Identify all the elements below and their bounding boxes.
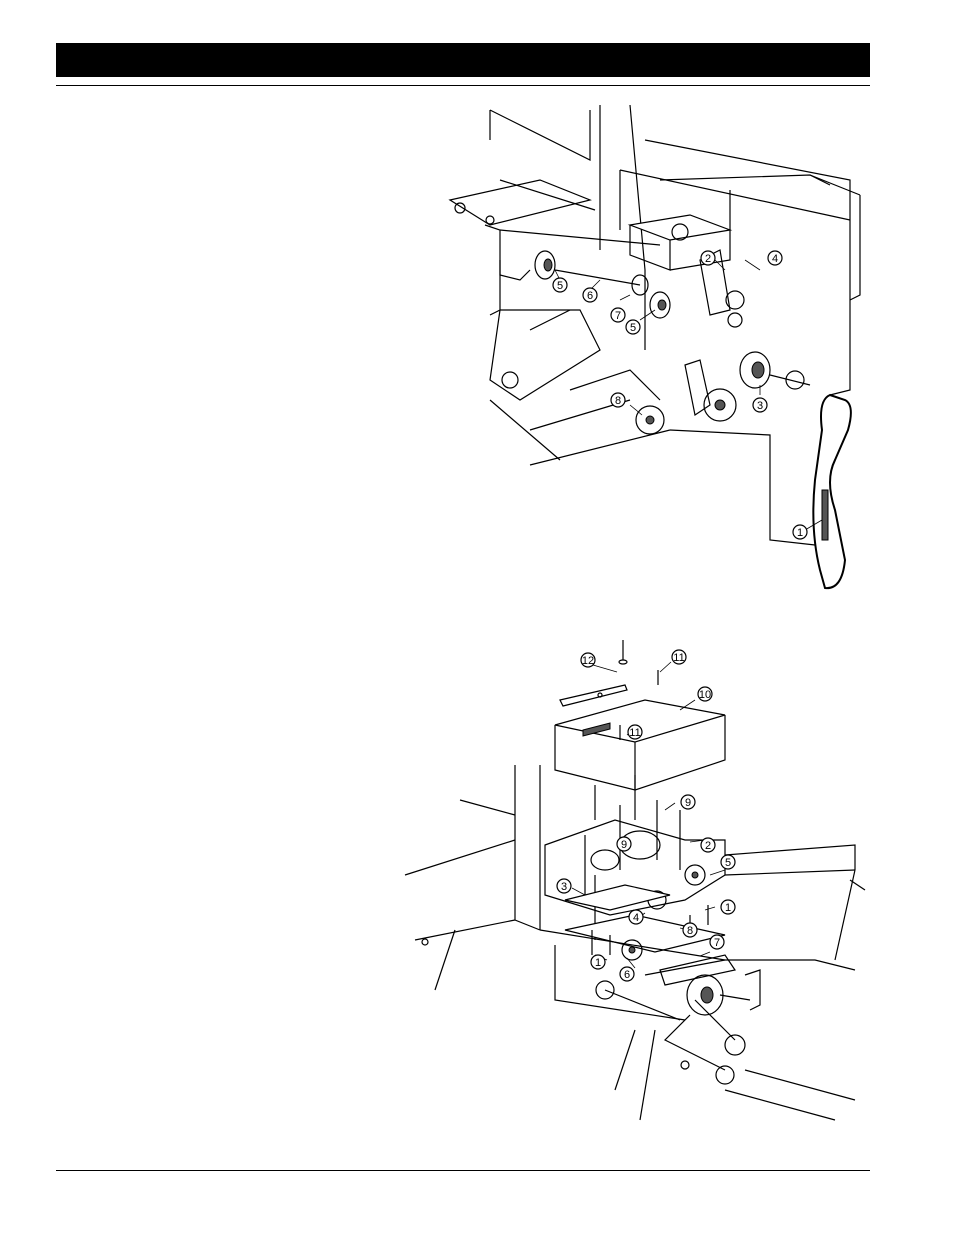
callout-3-label: 3 — [757, 400, 763, 412]
callout-3-label: 3 — [561, 881, 567, 893]
header-rule — [56, 85, 870, 86]
callout-11b-label: 11 — [629, 727, 640, 739]
callout-7: 7 — [710, 935, 724, 949]
callout-1b-label: 1 — [595, 957, 601, 969]
callout-6: 6 — [620, 967, 634, 981]
callout-11b: 11 — [628, 725, 642, 739]
callout-9a-label: 9 — [685, 797, 691, 809]
callout-9b-label: 9 — [621, 839, 627, 851]
callout-4-label: 4 — [772, 253, 778, 265]
callout-5b-label: 5 — [630, 322, 636, 334]
callout-6: 6 — [583, 288, 597, 302]
parts-diagram-bottom-drawing: 1 1 2 3 4 5 6 7 8 9 9 10 11 11 12 — [395, 630, 870, 1140]
parts-diagram-top-drawing: 1 2 3 4 5 5 6 7 8 — [430, 100, 870, 600]
callout-3: 3 — [753, 398, 767, 412]
callout-1b: 1 — [591, 955, 605, 969]
callout-11a: 11 — [672, 650, 686, 664]
callout-8: 8 — [611, 393, 625, 407]
callout-11a-label: 11 — [673, 652, 684, 664]
callout-2: 2 — [701, 838, 715, 852]
callout-4: 4 — [768, 251, 782, 265]
footer-rule — [56, 1170, 870, 1171]
callout-10: 10 — [698, 687, 712, 701]
callout-9a: 9 — [681, 795, 695, 809]
parts-diagram-top: 1 2 3 4 5 5 6 7 8 — [430, 100, 870, 600]
callout-6-label: 6 — [587, 290, 593, 302]
callout-6-label: 6 — [624, 969, 630, 981]
callout-8-label: 8 — [687, 925, 693, 937]
parts-diagram-bottom: 1 1 2 3 4 5 6 7 8 9 9 10 11 11 12 — [395, 630, 870, 1140]
callout-1-label: 1 — [797, 527, 803, 539]
callout-5b: 5 — [626, 320, 640, 334]
callout-4-label: 4 — [633, 912, 639, 924]
callout-2: 2 — [701, 251, 715, 265]
callout-7: 7 — [611, 308, 625, 322]
header-bar — [56, 43, 870, 77]
callout-5a-label: 5 — [557, 280, 563, 292]
callout-2-label: 2 — [705, 253, 711, 265]
callout-10-label: 10 — [699, 689, 711, 701]
callout-1: 1 — [793, 525, 807, 539]
callout-7-label: 7 — [714, 937, 720, 949]
callout-5-label: 5 — [725, 857, 731, 869]
callout-12-label: 12 — [582, 655, 594, 667]
callout-1a: 1 — [721, 900, 735, 914]
callout-12: 12 — [581, 653, 595, 667]
callout-8-label: 8 — [615, 395, 621, 407]
callout-2-label: 2 — [705, 840, 711, 852]
callout-5a: 5 — [553, 278, 567, 292]
callout-5: 5 — [721, 855, 735, 869]
callout-1a-label: 1 — [725, 902, 731, 914]
callout-3: 3 — [557, 879, 571, 893]
callout-4: 4 — [629, 910, 643, 924]
callout-8: 8 — [683, 923, 697, 937]
callout-9b: 9 — [617, 837, 631, 851]
callout-7-label: 7 — [615, 310, 621, 322]
